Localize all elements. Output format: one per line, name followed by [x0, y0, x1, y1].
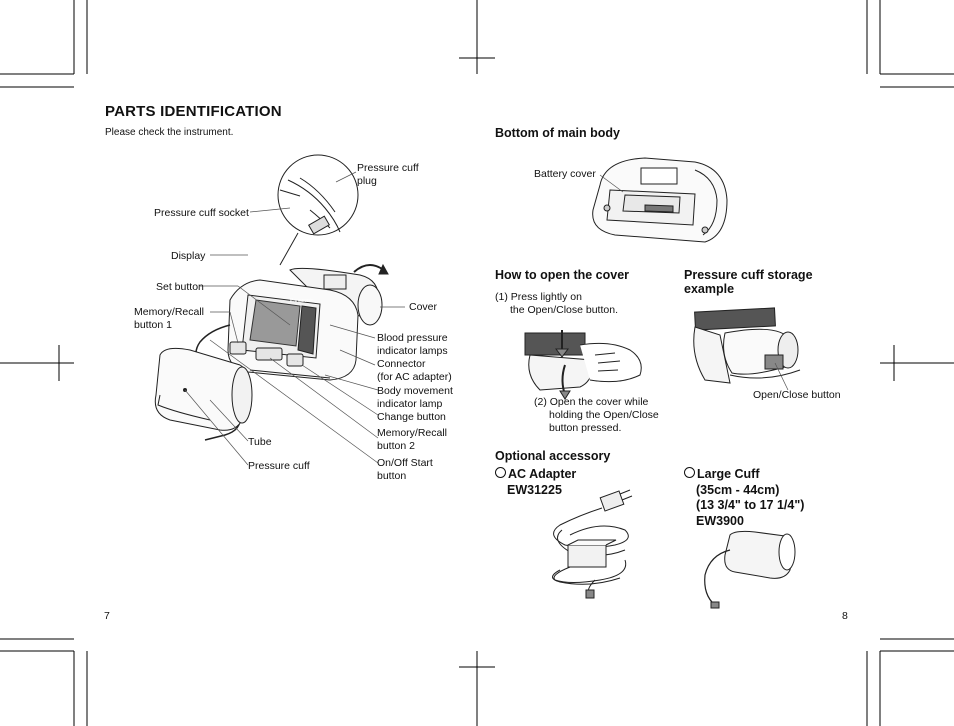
open-cover-illustration	[524, 330, 642, 400]
page-title: PARTS IDENTIFICATION	[105, 103, 282, 120]
label-pressure-cuff: Pressure cuff	[248, 460, 310, 472]
label-pressure-cuff-plug: Pressure cuff plug	[357, 162, 419, 187]
section-storage-title: Pressure cuff storage example	[684, 268, 813, 296]
label-change-button: Change button	[377, 411, 446, 423]
page-number-right: 8	[842, 610, 848, 622]
page-subtitle: Please check the instrument.	[105, 127, 234, 138]
section-open-cover-title: How to open the cover	[495, 268, 630, 282]
label-open-close-button: Open/Close button	[753, 389, 841, 401]
device-illustration: Panasonic	[154, 154, 405, 466]
large-cuff-illustration	[704, 530, 796, 609]
label-cover: Cover	[409, 301, 438, 313]
svg-text:Panasonic: Panasonic	[290, 298, 314, 304]
label-memory-recall-2: Memory/Recall button 2	[377, 427, 448, 452]
ac-adapter-illustration	[552, 489, 633, 599]
accessory-ac-adapter: AC Adapter EW31225	[495, 467, 576, 498]
bullet-circle-icon	[684, 467, 695, 478]
label-battery-cover: Battery cover	[534, 168, 596, 180]
storage-illustration	[693, 307, 801, 391]
section-bottom-title: Bottom of main body	[495, 126, 620, 140]
page-number-left: 7	[104, 610, 110, 622]
bottom-body-illustration	[592, 157, 728, 243]
accessory-large-cuff: Large Cuff (35cm - 44cm) (13 3/4" to 17 …	[684, 467, 804, 529]
label-display: Display	[171, 250, 206, 262]
label-tube: Tube	[248, 436, 272, 448]
label-body-movement-lamp: Body movement indicator lamp	[377, 385, 453, 410]
step-2-text: (2) Open the cover while holding the Ope…	[534, 396, 659, 434]
label-bp-indicator-lamps: Blood pressure indicator lamps	[377, 332, 448, 357]
label-memory-recall-1: Memory/Recall button 1	[134, 306, 205, 331]
bullet-circle-icon	[495, 467, 506, 478]
step-1-text: (1) Press lightly on the Open/Close butt…	[495, 291, 618, 316]
label-pressure-cuff-socket: Pressure cuff socket	[154, 207, 249, 219]
label-connector: Connector (for AC adapter)	[377, 358, 452, 383]
label-set-button: Set button	[156, 281, 204, 293]
label-onoff-start-button: On/Off Start button	[377, 457, 433, 482]
section-optional-title: Optional accessory	[495, 449, 611, 463]
